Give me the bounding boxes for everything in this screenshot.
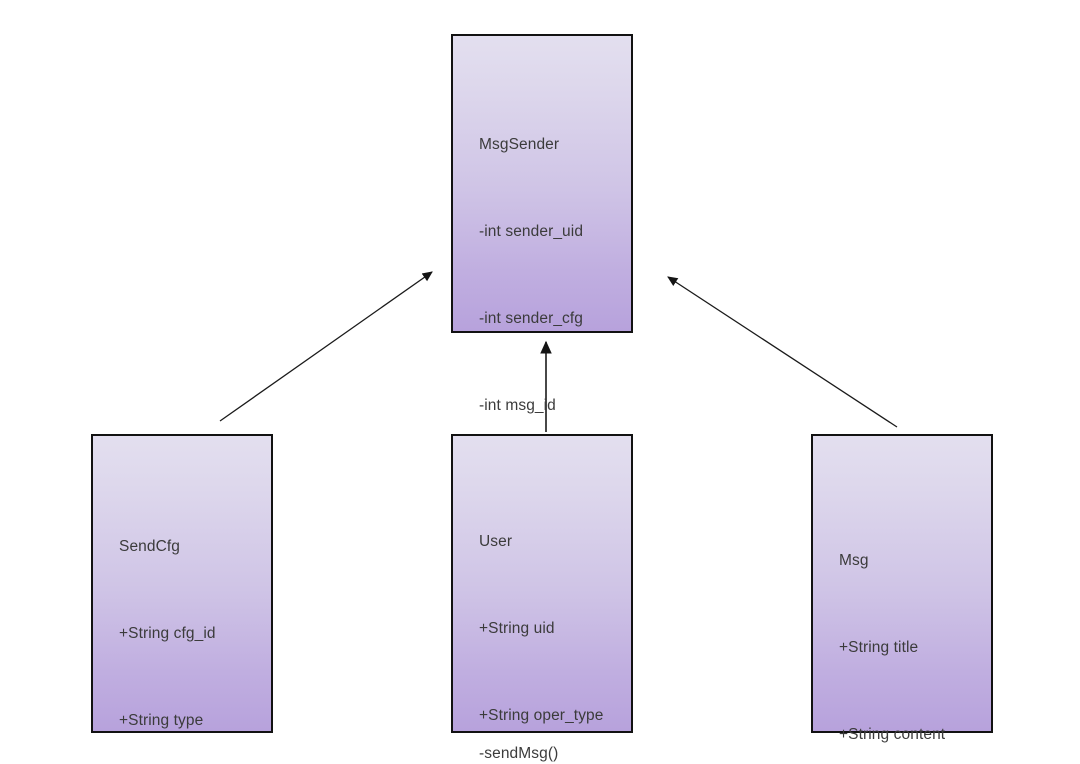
class-member: +String oper_type [479, 707, 604, 724]
class-member: +String uid [479, 620, 555, 637]
class-name-msgsender: MsgSender [479, 136, 560, 153]
class-member: -int msg_id [479, 397, 556, 414]
class-name-user: User [479, 533, 513, 550]
class-name-sendcfg: SendCfg [119, 538, 181, 555]
class-box-msg[interactable]: Msg +String title +String content +Strin… [811, 434, 993, 743]
class-body-msg: Msg +String title +String content +Strin… [839, 488, 985, 764]
class-member: -sendMsg() [479, 745, 559, 762]
connector-sendcfg-to-msgsender [219, 271, 433, 422]
class-box-sendcfg[interactable]: SendCfg +String cfg_id +String type +Str… [91, 434, 273, 733]
class-box-msgsender[interactable]: MsgSender -int sender_uid -int sender_cf… [451, 34, 633, 762]
class-member: +String content [839, 726, 946, 743]
class-box-user[interactable]: User +String uid +String oper_type +Stri… [451, 434, 633, 733]
connector-msg-to-msgsender [667, 276, 898, 428]
class-body-sendcfg: SendCfg +String cfg_id +String type +Str… [119, 474, 265, 764]
class-member: +String type [119, 712, 204, 729]
class-name-msg: Msg [839, 552, 869, 569]
class-body-user: User +String uid +String oper_type +Stri… [479, 469, 625, 764]
class-member: +String cfg_id [119, 625, 216, 642]
class-member: -int sender_cfg [479, 310, 584, 327]
class-member: +String title [839, 639, 919, 656]
class-member: -int sender_uid [479, 223, 584, 240]
